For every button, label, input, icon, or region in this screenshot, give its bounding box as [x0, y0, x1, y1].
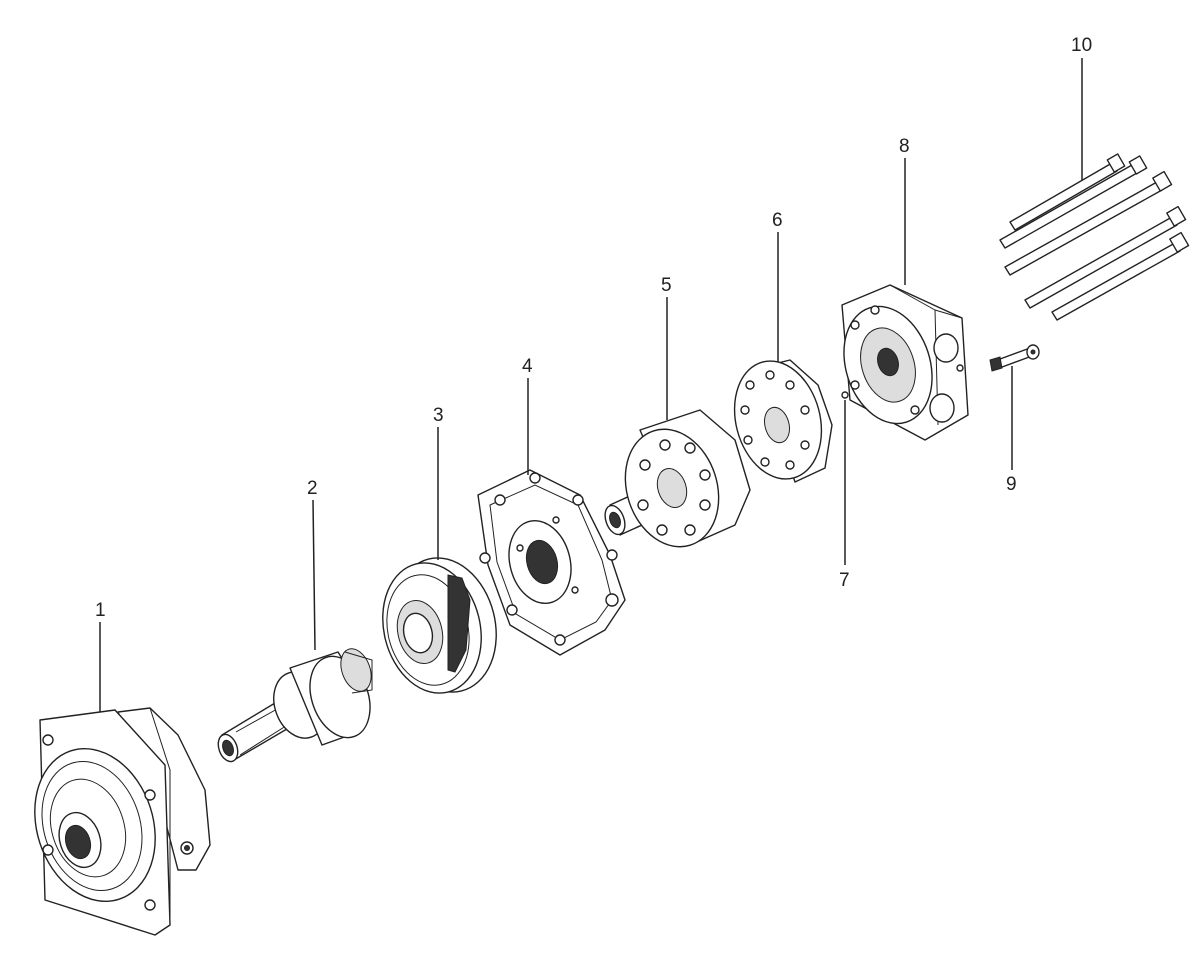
part-10-long-bolts[interactable] — [999, 153, 1190, 321]
callout-7: 7 — [839, 570, 850, 591]
callout-3: 3 — [433, 405, 444, 426]
long-bolt — [999, 155, 1148, 249]
long-bolt — [1004, 170, 1173, 276]
callout-6: 6 — [772, 210, 783, 231]
long-bolt — [1024, 205, 1187, 309]
callout-10: 10 — [1071, 35, 1092, 56]
part-9-bolt[interactable] — [989, 344, 1040, 372]
long-bolt — [1051, 231, 1190, 321]
leader-2 — [312, 499, 316, 651]
part-7-pin[interactable] — [841, 391, 849, 399]
part-5-cylinder-block[interactable] — [601, 409, 751, 559]
part-1-flange-housing[interactable] — [16, 707, 211, 936]
callout-9: 9 — [1006, 474, 1017, 495]
part-6-port-plate[interactable] — [722, 351, 834, 489]
part-4-plate[interactable] — [477, 469, 626, 656]
callout-2: 2 — [307, 478, 318, 499]
callout-4: 4 — [522, 356, 533, 377]
callout-1: 1 — [95, 600, 106, 621]
part-2-output-shaft[interactable] — [215, 645, 381, 765]
long-bolt — [1009, 153, 1126, 231]
part-8-end-cover[interactable] — [830, 284, 969, 441]
part-3-gear-ring[interactable] — [369, 547, 510, 704]
callout-8: 8 — [899, 136, 910, 157]
callout-5: 5 — [661, 275, 672, 296]
